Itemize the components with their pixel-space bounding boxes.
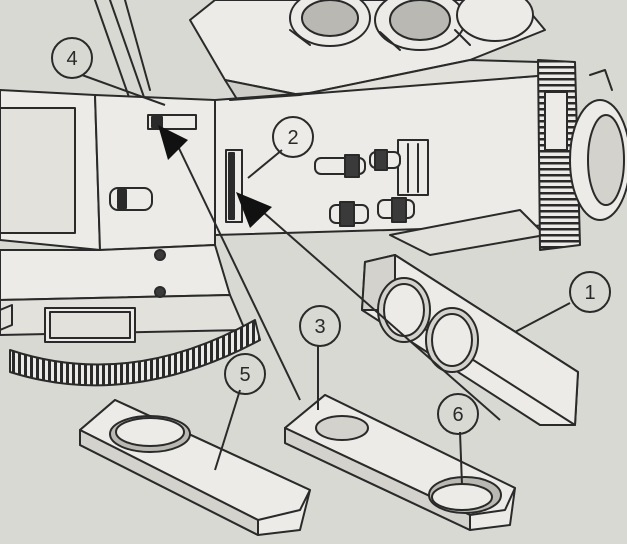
callout-3: 3 — [299, 305, 341, 347]
callout-3-label: 3 — [314, 316, 325, 338]
callout-5-label: 5 — [239, 364, 250, 386]
callout-6-label: 6 — [452, 404, 463, 426]
callout-4-label: 4 — [66, 48, 77, 70]
callout-4: 4 — [51, 37, 93, 79]
slider-1 — [361, 254, 579, 426]
binocular-head — [189, 0, 546, 121]
callout-2: 2 — [272, 116, 314, 158]
frame-rods — [94, 0, 151, 101]
slider-5 — [79, 399, 311, 536]
stage-base — [0, 244, 261, 387]
callout-1: 1 — [569, 271, 611, 313]
callout-2-label: 2 — [287, 127, 298, 149]
arrow-to-slot-2 — [236, 192, 272, 228]
lamp-housing — [537, 59, 627, 251]
stand-body — [0, 89, 216, 251]
callout-5: 5 — [224, 353, 266, 395]
callout-1-label: 1 — [584, 282, 595, 304]
arrowheads — [158, 125, 272, 228]
leader-lines — [81, 74, 571, 486]
arrow-to-slot-4 — [158, 125, 188, 160]
callout-6: 6 — [437, 393, 479, 435]
slider-3 — [284, 394, 516, 531]
